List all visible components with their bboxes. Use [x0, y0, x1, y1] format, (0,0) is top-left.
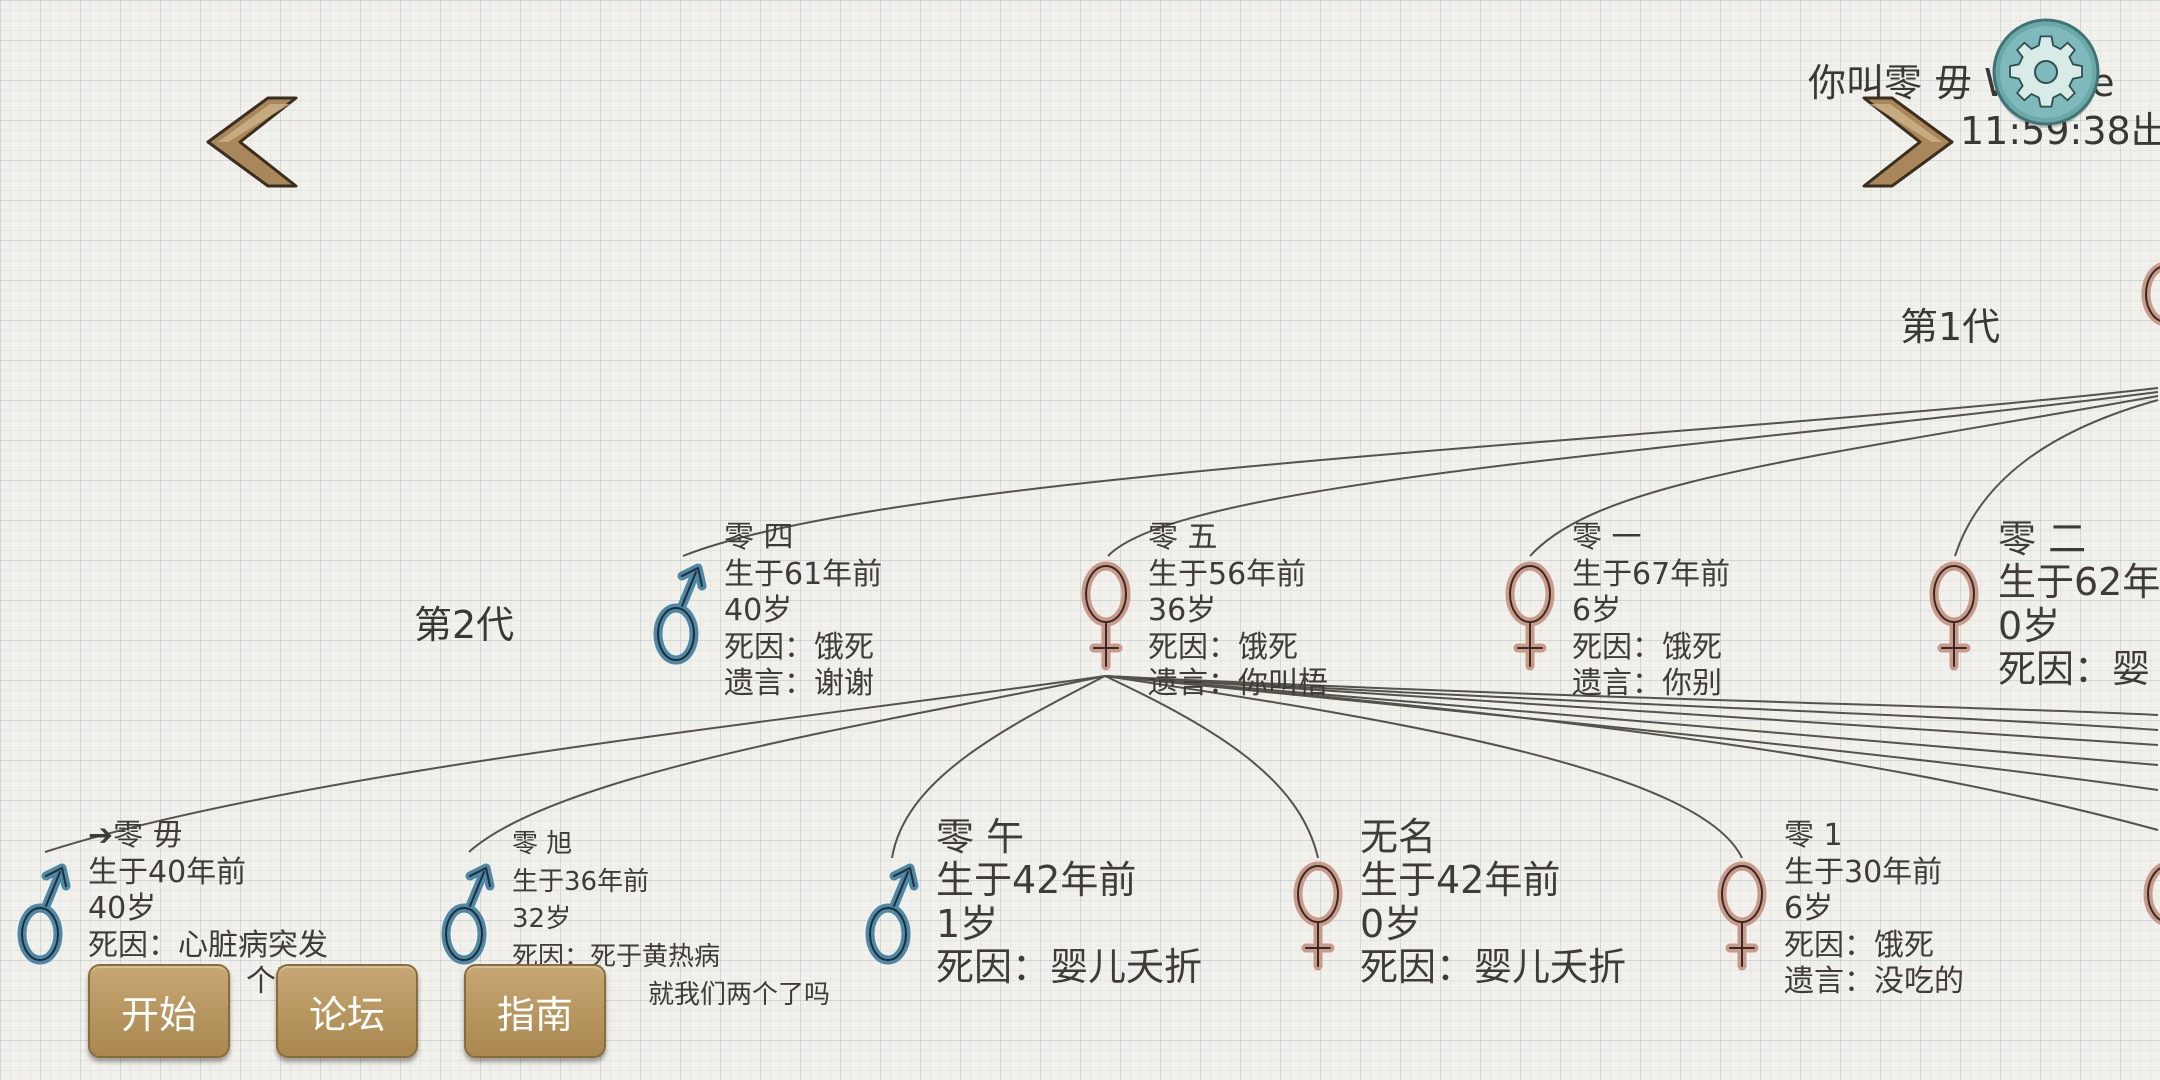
male-symbol-icon: [653, 563, 707, 665]
person-name: 零 五: [1148, 520, 1218, 555]
female-symbol-icon: [2143, 863, 2160, 925]
forum-button[interactable]: 论坛: [276, 964, 418, 1058]
person-name: 零 1: [1784, 818, 1843, 853]
person-born: 生于42年前: [936, 858, 1137, 903]
person-death-cause: 死因：饿死: [1148, 629, 1298, 665]
gear-icon[interactable]: [1990, 18, 2102, 130]
female-symbol-icon: [1929, 561, 1979, 671]
person-name: 零 旭: [512, 829, 573, 859]
person-born: 生于61年前: [724, 556, 883, 592]
person-age: 1岁: [936, 901, 999, 946]
person-death-cause: 死因：饿死: [1572, 629, 1722, 665]
person-born: 生于67年前: [1572, 556, 1731, 592]
person-name: 无名: [1360, 815, 1437, 859]
person-info: 无名 生于42年前 0岁 死因：婴儿夭折: [1360, 815, 1627, 989]
person-death-cause: 死因：婴儿夭折: [936, 944, 1203, 989]
person-name: 零 午: [936, 815, 1025, 859]
person-born: 生于56年前: [1148, 556, 1307, 592]
person-age: 0岁: [1998, 603, 2061, 648]
person-info: 零 五 生于56年前 36岁 死因：饿死 遗言：你叫梧: [1148, 520, 1328, 703]
person-age: 32岁: [512, 904, 572, 935]
female-symbol-icon: [1293, 861, 1343, 971]
guide-button[interactable]: 指南: [464, 964, 606, 1058]
person-born: 生于62年: [1998, 560, 2160, 605]
person-death-cause: 死因：婴: [1998, 646, 2151, 691]
person-info: 零 二 生于62年 0岁 死因：婴: [1998, 518, 2160, 691]
person-name: 零 一: [1572, 520, 1642, 555]
person-age: 36岁: [1148, 593, 1217, 629]
person-last-words: 遗言：你别: [1572, 666, 1722, 702]
person-last-words: 遗言：谢谢: [724, 666, 874, 702]
person-last-words: 遗言：你叫梧: [1148, 666, 1328, 702]
male-symbol-icon: [17, 863, 71, 965]
male-symbol-icon: [865, 863, 919, 965]
person-death-cause: 死因：婴儿夭折: [1360, 944, 1627, 989]
person-age: 6岁: [1572, 593, 1622, 629]
person-name: 零 二: [1998, 518, 2087, 561]
person-born: 生于40年前: [88, 854, 247, 890]
person-info: 零 一 生于67年前 6岁 死因：饿死 遗言：你别: [1572, 520, 1730, 703]
person-death-cause: 死因：心脏病突发: [88, 927, 328, 963]
person-age: 6岁: [1784, 891, 1834, 927]
person-age: 40岁: [88, 891, 157, 927]
person-last-words: 遗言：没吃的: [1784, 964, 1964, 1000]
person-info: 零 四 生于61年前 40岁 死因：饿死 遗言：谢谢: [724, 520, 882, 703]
person-death-cause: 死因：饿死: [724, 629, 874, 665]
chevron-left-icon[interactable]: [204, 94, 304, 190]
person-name: 零 四: [724, 520, 794, 555]
person-last-words: 就我们两个了吗: [648, 979, 831, 1010]
female-symbol-icon: [1505, 561, 1555, 671]
male-symbol-icon: [441, 863, 495, 965]
female-symbol-icon: [1081, 561, 1131, 671]
person-age: 0岁: [1360, 901, 1423, 946]
generation-label-1: 第1代: [1900, 305, 2001, 349]
person-born: 生于36年前: [512, 866, 650, 897]
chevron-right-icon[interactable]: [1856, 94, 1956, 190]
person-info: 零 旭 生于36年前 32岁 死因：死于黄热病 就我们两个了吗: [512, 826, 830, 1014]
person-card-ling-er[interactable]: 零 二 生于62年 0岁 死因：婴: [1924, 518, 2160, 718]
person-death-cause: 死因：饿死: [1784, 927, 1934, 963]
generation-label-2: 第2代: [414, 603, 515, 647]
person-born: 生于42年前: [1360, 858, 1561, 903]
person-name: ➔零 毋: [88, 818, 183, 853]
person-info: 零 午 生于42年前 1岁 死因：婴儿夭折: [936, 815, 1203, 989]
person-born: 生于30年前: [1784, 854, 1943, 890]
person-age: 40岁: [724, 593, 793, 629]
start-button[interactable]: 开始: [88, 964, 230, 1058]
person-info: 零 1 生于30年前 6岁 死因：饿死 遗言：没吃的: [1784, 818, 1964, 1001]
female-symbol-icon: [1717, 861, 1767, 971]
female-symbol-icon: [2141, 262, 2160, 326]
